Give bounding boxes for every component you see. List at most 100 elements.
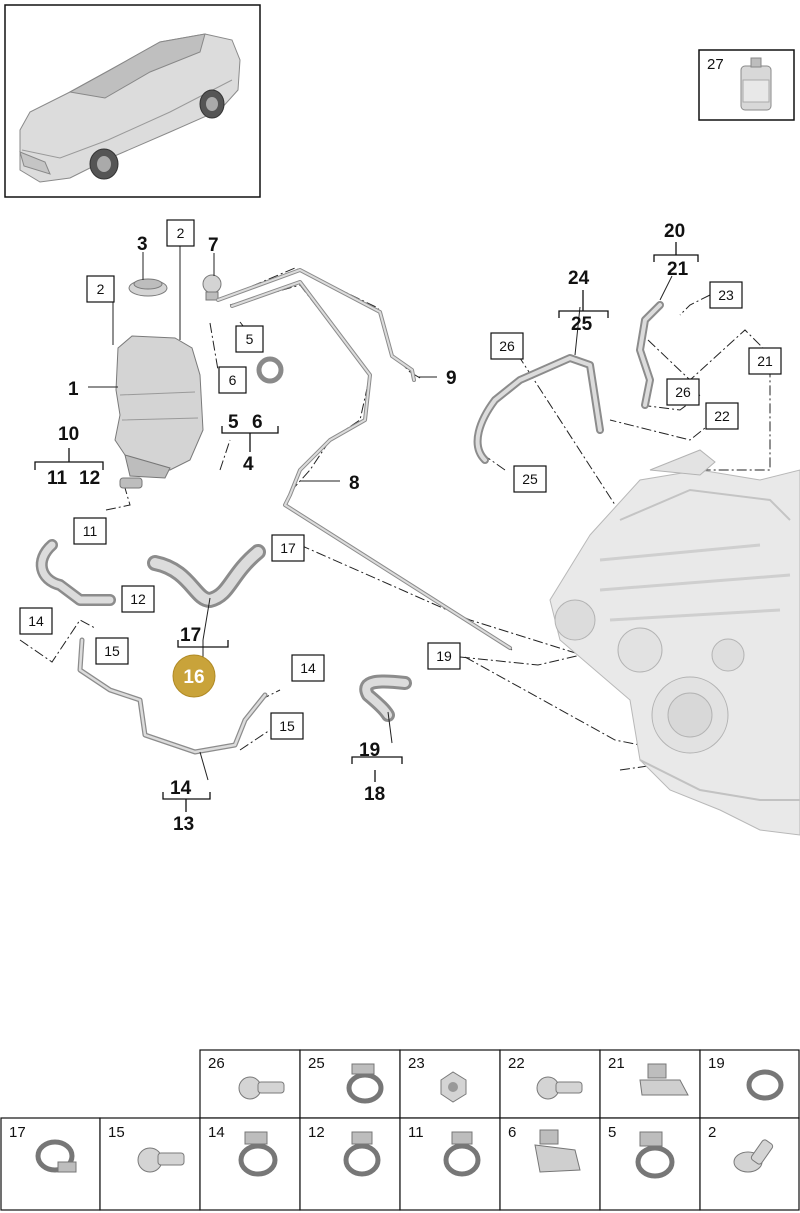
part-27-label: 27 <box>707 56 724 73</box>
callout-25: 25 <box>571 314 593 335</box>
ring-6 <box>256 356 284 384</box>
boxed-callout-15a: 15 <box>95 637 129 665</box>
hose-clamp-icon <box>746 1069 784 1101</box>
boxed-callout-25: 25 <box>513 465 547 493</box>
boxed-callout-2b: 2 <box>166 219 195 247</box>
leader-lines <box>34 242 699 812</box>
callout-14: 14 <box>170 778 192 799</box>
hose-clamp-icon <box>443 1131 481 1177</box>
callout-12: 12 <box>79 468 100 489</box>
sensor-7 <box>202 274 222 301</box>
screw-icon <box>536 1076 583 1100</box>
boxed-callout-11: 11 <box>73 517 107 545</box>
table-cell-label: 12 <box>308 1124 325 1141</box>
svg-text:26: 26 <box>499 338 515 354</box>
boxed-callout-26b: 26 <box>666 378 700 406</box>
screw-icon <box>733 1139 774 1173</box>
boxed-callout-14a: 14 <box>19 607 53 635</box>
car-illustration <box>19 33 241 183</box>
callout-numbers: 1 3 7 9 10 11 12 5 6 4 8 17 14 13 19 18 … <box>47 221 689 835</box>
svg-text:14: 14 <box>28 613 44 629</box>
callout-1: 1 <box>68 379 79 400</box>
screw-icon <box>137 1147 185 1173</box>
hose-clamp-icon <box>534 1129 581 1173</box>
callout-21: 21 <box>667 259 689 280</box>
svg-text:14: 14 <box>300 660 316 676</box>
boxed-callout-19: 19 <box>427 642 461 670</box>
callout-20: 20 <box>664 221 685 242</box>
table-cell-label: 23 <box>408 1055 425 1072</box>
hose-clamp-icon <box>343 1131 381 1177</box>
parts-reference-table: 26 25 23 22 21 19 17 15 14 <box>0 1049 800 1211</box>
hose-clamp-icon <box>238 1131 278 1177</box>
callout-13: 13 <box>173 814 194 835</box>
boxed-callout-17: 17 <box>271 534 305 562</box>
boxed-callout-14b: 14 <box>291 654 325 682</box>
table-cell-label: 21 <box>608 1055 625 1072</box>
table-cell-label: 5 <box>608 1124 616 1141</box>
callout-19: 19 <box>359 740 380 761</box>
svg-text:21: 21 <box>757 353 773 369</box>
callout-16-label: 16 <box>183 667 204 688</box>
boxed-callout-22: 22 <box>705 402 739 430</box>
svg-text:22: 22 <box>714 408 730 424</box>
boxed-callouts: 2 2 5 6 11 12 14 15 14 15 17 19 26 25 23… <box>19 219 782 740</box>
highlighted-callout-16[interactable]: 16 <box>172 654 216 698</box>
callout-5: 5 <box>228 412 239 433</box>
nut-icon <box>440 1071 467 1103</box>
table-row-2: 17 15 14 12 11 6 5 2 <box>0 1117 800 1211</box>
callout-11: 11 <box>47 468 68 489</box>
screw-icon <box>238 1076 285 1100</box>
svg-text:26: 26 <box>675 384 691 400</box>
boxed-callout-2a: 2 <box>86 275 115 303</box>
svg-text:15: 15 <box>104 643 120 659</box>
callout-3: 3 <box>137 234 148 255</box>
callout-24: 24 <box>568 268 590 289</box>
svg-text:19: 19 <box>436 648 452 664</box>
table-cell-label: 11 <box>408 1124 424 1141</box>
boxed-callout-12: 12 <box>121 585 155 613</box>
callout-17: 17 <box>180 625 201 646</box>
hose-clamp-icon <box>635 1131 675 1179</box>
boxed-callout-5: 5 <box>235 325 264 353</box>
table-cell-label: 25 <box>308 1055 325 1072</box>
table-cell-label: 17 <box>9 1124 26 1141</box>
vehicle-thumbnail <box>4 4 261 198</box>
table-cell-label: 14 <box>208 1124 225 1141</box>
svg-text:12: 12 <box>130 591 146 607</box>
boxed-callout-23: 23 <box>709 281 743 309</box>
svg-text:5: 5 <box>246 331 254 347</box>
table-cell-label: 22 <box>508 1055 525 1072</box>
callout-4: 4 <box>243 454 254 475</box>
hose-clamp-icon <box>639 1063 689 1096</box>
table-cell-label: 2 <box>708 1124 716 1141</box>
boxed-callout-21: 21 <box>748 347 782 375</box>
engine-block <box>549 449 800 836</box>
svg-text:15: 15 <box>279 718 295 734</box>
coolant-bottle-icon <box>740 57 772 111</box>
hose-clamp-icon <box>346 1063 384 1104</box>
boxed-callout-26a: 26 <box>490 332 524 360</box>
callout-8: 8 <box>349 473 360 494</box>
table-row-1: 26 25 23 22 21 19 <box>199 1049 800 1119</box>
part-27-box: 27 <box>698 49 795 121</box>
svg-text:23: 23 <box>718 287 734 303</box>
callout-6: 6 <box>252 412 263 433</box>
expansion-tank <box>114 335 204 489</box>
svg-text:25: 25 <box>522 471 538 487</box>
callout-18: 18 <box>364 784 385 805</box>
svg-text:6: 6 <box>229 372 237 388</box>
hose-clamp-icon <box>35 1139 77 1173</box>
table-cell-label: 26 <box>208 1055 225 1072</box>
callout-7: 7 <box>208 235 219 256</box>
svg-text:11: 11 <box>83 523 98 539</box>
svg-text:2: 2 <box>177 225 185 241</box>
table-cell-label: 19 <box>708 1055 725 1072</box>
cap-3 <box>128 278 168 297</box>
table-cell-label: 6 <box>508 1124 516 1141</box>
callout-10: 10 <box>58 424 79 445</box>
svg-text:2: 2 <box>97 281 105 297</box>
boxed-callout-15b: 15 <box>270 712 304 740</box>
boxed-callout-6: 6 <box>218 366 247 394</box>
